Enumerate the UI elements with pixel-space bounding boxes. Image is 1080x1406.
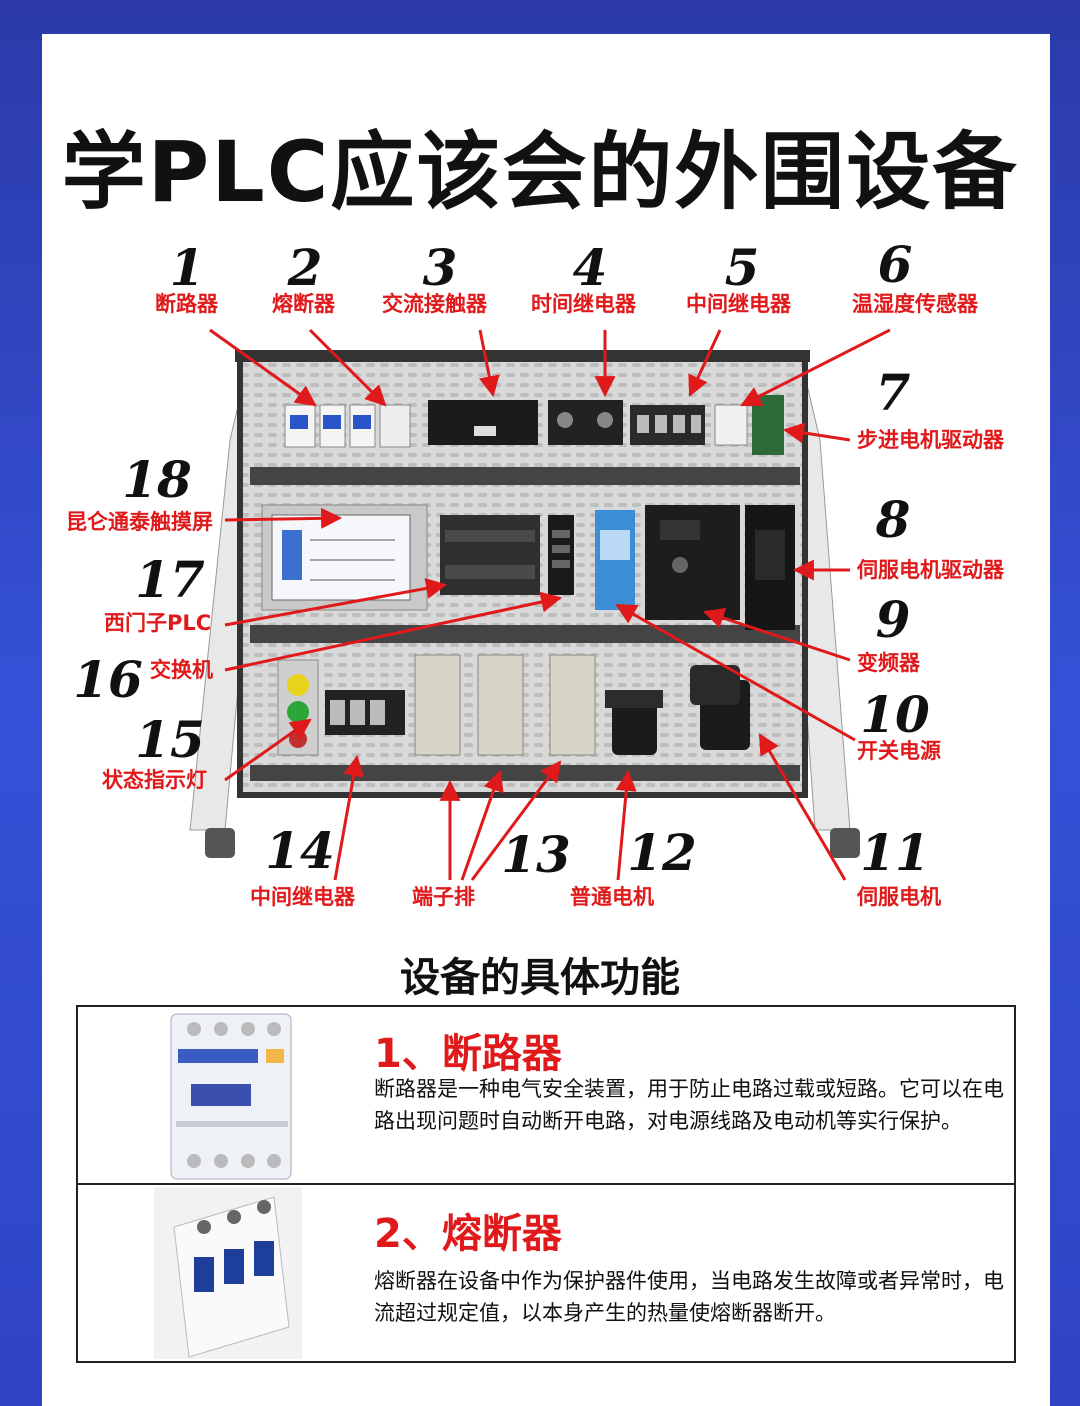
callout-label-time-relay: 时间继电器 <box>531 292 636 316</box>
callout-label-siemens-plc: 西门子PLC <box>104 611 212 635</box>
page-title: 学PLC应该会的外围设备 <box>61 123 1019 221</box>
callout-number-18: 18 <box>122 450 192 509</box>
callout-label-stepper-driver: 步进电机驱动器 <box>857 428 1004 452</box>
breaker-image <box>170 1013 292 1180</box>
callout-number-9: 9 <box>875 590 911 649</box>
item-title-fuse: 2、熔断器 <box>374 1211 562 1257</box>
callout-label-servo-motor: 伺服电机 <box>857 885 941 909</box>
callout-number-11: 11 <box>860 823 930 882</box>
item-title-breaker: 1、断路器 <box>374 1031 562 1077</box>
callout-number-4: 4 <box>572 238 608 297</box>
callout-label-fuse: 熔断器 <box>272 292 335 316</box>
callout-number-13: 13 <box>501 825 571 884</box>
callout-number-15: 15 <box>135 710 205 769</box>
function-card-fuse: 2、熔断器 熔断器在设备中作为保护器件使用，当电路发生故障或者异常时，电流超过规… <box>76 1185 1016 1363</box>
function-card-breaker: 1、断路器 断路器是一种电气安全装置，用于防止电路过载或短路。它可以在电路出现问… <box>76 1005 1016 1185</box>
callout-label-hmi-touchscreen: 昆仑通泰触摸屏 <box>66 510 213 534</box>
callout-number-17: 17 <box>135 550 205 609</box>
callout-label-temp-humidity-sensor: 温湿度传感器 <box>852 292 978 316</box>
callout-number-14: 14 <box>265 821 335 880</box>
callout-label-servo-driver: 伺服电机驱动器 <box>857 558 1004 582</box>
callout-label-normal-motor: 普通电机 <box>570 885 654 909</box>
callout-label-switching-power: 开关电源 <box>857 739 941 763</box>
control-panel-illustration <box>189 328 891 881</box>
callout-label-inverter: 变频器 <box>857 651 920 675</box>
callout-number-16: 16 <box>73 650 143 709</box>
callout-number-12: 12 <box>627 823 697 882</box>
callout-number-8: 8 <box>875 490 911 549</box>
callout-number-7: 7 <box>875 363 911 422</box>
callout-label-middle-relay: 中间继电器 <box>686 292 791 316</box>
item-text-fuse: 熔断器在设备中作为保护器件使用，当电路发生故障或者异常时，电流超过规定值，以本身… <box>374 1269 1004 1325</box>
callout-number-6: 6 <box>877 235 913 294</box>
callout-number-1: 1 <box>169 238 205 297</box>
fuse-image <box>154 1187 302 1359</box>
callout-label-network-switch: 交换机 <box>150 658 213 682</box>
callout-number-3: 3 <box>422 238 458 297</box>
callout-label-status-light: 状态指示灯 <box>102 768 207 792</box>
callout-label-breaker: 断路器 <box>155 292 218 316</box>
callout-label-middle-relay-2: 中间继电器 <box>250 885 355 909</box>
breaker-group <box>284 404 411 448</box>
callout-number-10: 10 <box>860 685 930 744</box>
callout-number-5: 5 <box>724 238 760 297</box>
callout-label-ac-contactor: 交流接触器 <box>382 292 487 316</box>
section-title: 设备的具体功能 <box>400 955 680 1001</box>
item-text-breaker: 断路器是一种电气安全装置，用于防止电路过载或短路。它可以在电路出现问题时自动断开… <box>374 1077 1004 1133</box>
callout-label-terminal-block: 端子排 <box>412 885 475 909</box>
callout-number-2: 2 <box>287 238 323 297</box>
